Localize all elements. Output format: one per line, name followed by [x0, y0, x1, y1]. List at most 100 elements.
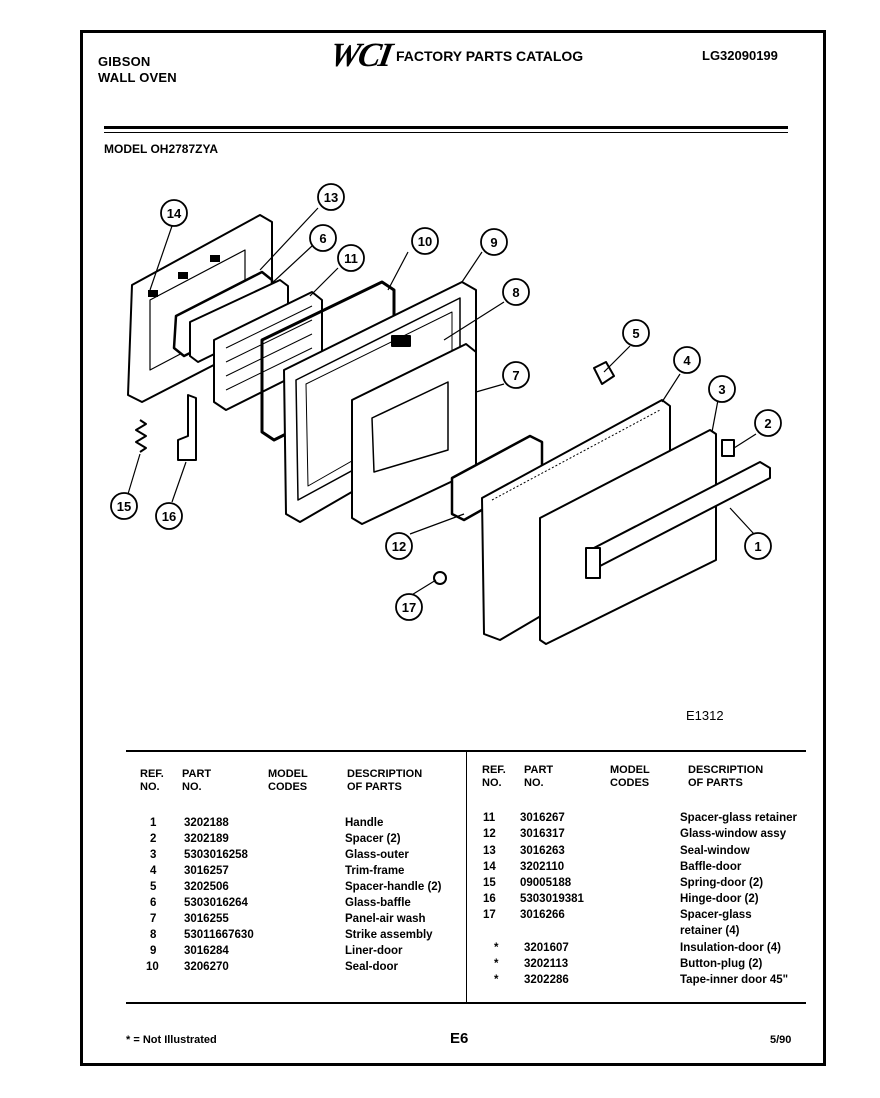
part-no: 53011667630 [184, 929, 254, 941]
part-description: retainer (4) [680, 925, 740, 937]
part-spacer-glass [433, 571, 447, 585]
table-top-rule [126, 750, 806, 752]
part-description: Handle [345, 817, 384, 829]
part-description: Panel-air wash [345, 913, 426, 925]
callout-11: 11 [344, 251, 358, 266]
ref-no: 13 [483, 845, 496, 857]
ref-no: * [494, 958, 499, 970]
ref-no: 17 [483, 909, 496, 921]
header-rule [104, 126, 788, 129]
part-no: 3202286 [524, 974, 569, 986]
part-description: Spacer (2) [345, 833, 401, 845]
part-description: Hinge-door (2) [680, 893, 759, 905]
part-description: Insulation-door (4) [680, 942, 781, 954]
part-description: Seal-door [345, 961, 399, 973]
ref-no: 2 [150, 833, 157, 845]
part-no: 3016284 [184, 945, 229, 957]
part-description: Baffle-door [680, 861, 742, 873]
header-ref-no-right: REF.NO. [482, 764, 506, 789]
catalog-title: FACTORY PARTS CATALOG [396, 48, 584, 64]
diagram-code: E1312 [686, 708, 724, 723]
part-no: 3016267 [520, 812, 565, 824]
part-no: 3016266 [520, 909, 565, 921]
callout-2: 2 [764, 416, 771, 431]
part-description: Spacer-glass [680, 909, 752, 921]
callout-5: 5 [632, 326, 639, 341]
brand-name: GIBSON [98, 54, 151, 69]
part-spacer [721, 439, 735, 457]
callout-17: 17 [402, 600, 416, 615]
part-description: Strike assembly [345, 929, 433, 941]
ref-no: 12 [483, 828, 496, 840]
model-number: MODEL OH2787ZYA [104, 142, 219, 156]
part-description: Seal-window [680, 845, 750, 857]
part-no: 3202189 [184, 833, 229, 845]
part-description: Spacer-handle (2) [345, 881, 442, 893]
ref-no: 9 [150, 945, 157, 957]
ref-no: * [494, 942, 499, 954]
ref-no: 4 [150, 865, 157, 877]
part-description: Glass-window assy [680, 828, 787, 840]
callout-7: 7 [512, 368, 519, 383]
callout-10: 10 [418, 234, 432, 249]
ref-no: 14 [483, 861, 496, 873]
header-rule-thin [104, 132, 788, 133]
callout-6: 6 [319, 231, 326, 246]
part-no: 3206270 [184, 961, 229, 973]
part-no: 3201607 [524, 942, 569, 954]
ref-no: * [494, 974, 499, 986]
part-description: Glass-outer [345, 849, 409, 861]
table-bottom-rule [126, 1002, 806, 1004]
wci-logo-text: WCI [326, 37, 394, 74]
callout-12: 12 [392, 539, 406, 554]
callout-1: 1 [754, 539, 761, 554]
ref-no: 11 [483, 812, 496, 824]
part-no: 5303019381 [520, 893, 584, 905]
header-ref-no-left: REF.NO. [140, 768, 164, 793]
product-type: WALL OVEN [98, 70, 177, 85]
ref-no: 15 [483, 877, 496, 889]
part-description: Trim-frame [345, 865, 405, 877]
part-no: 3202506 [184, 881, 229, 893]
part-description: Spring-door (2) [680, 877, 764, 889]
part-no: 3016263 [520, 845, 565, 857]
part-description: Spacer-glass retainer [680, 812, 797, 824]
callout-16: 16 [162, 509, 176, 524]
ref-no: 10 [146, 961, 159, 973]
table-column-divider [466, 752, 467, 1002]
part-description: Tape-inner door 45" [680, 974, 789, 986]
ref-no: 16 [483, 893, 496, 905]
callout-8: 8 [512, 285, 519, 300]
wci-logo: WCI [326, 37, 394, 74]
revision-date: 5/90 [770, 1034, 792, 1046]
page-frame [80, 30, 826, 1066]
ref-no: 3 [150, 849, 157, 861]
part-no: 3016255 [184, 913, 229, 925]
part-no: 3202188 [184, 817, 229, 829]
part-no: 09005188 [520, 877, 572, 889]
part-description: Button-plug (2) [680, 958, 763, 970]
part-hinge-door [177, 394, 197, 461]
callout-13: 13 [324, 190, 338, 205]
part-no: 5303016264 [184, 897, 248, 909]
part-no: 3202110 [520, 861, 565, 873]
part-no: 3016257 [184, 865, 229, 877]
page-number: E6 [450, 1030, 469, 1047]
part-no: 5303016258 [184, 849, 248, 861]
part-description: Glass-baffle [345, 897, 411, 909]
ref-no: 5 [150, 881, 157, 893]
part-description: Liner-door [345, 945, 403, 957]
callout-3: 3 [718, 382, 725, 397]
ref-no: 1 [150, 817, 157, 829]
callout-9: 9 [490, 235, 497, 250]
part-no: 3202113 [524, 958, 569, 970]
part-no: 3016317 [520, 828, 565, 840]
callout-15: 15 [117, 499, 131, 514]
part-spring-door [135, 419, 147, 453]
ref-no: 7 [150, 913, 157, 925]
